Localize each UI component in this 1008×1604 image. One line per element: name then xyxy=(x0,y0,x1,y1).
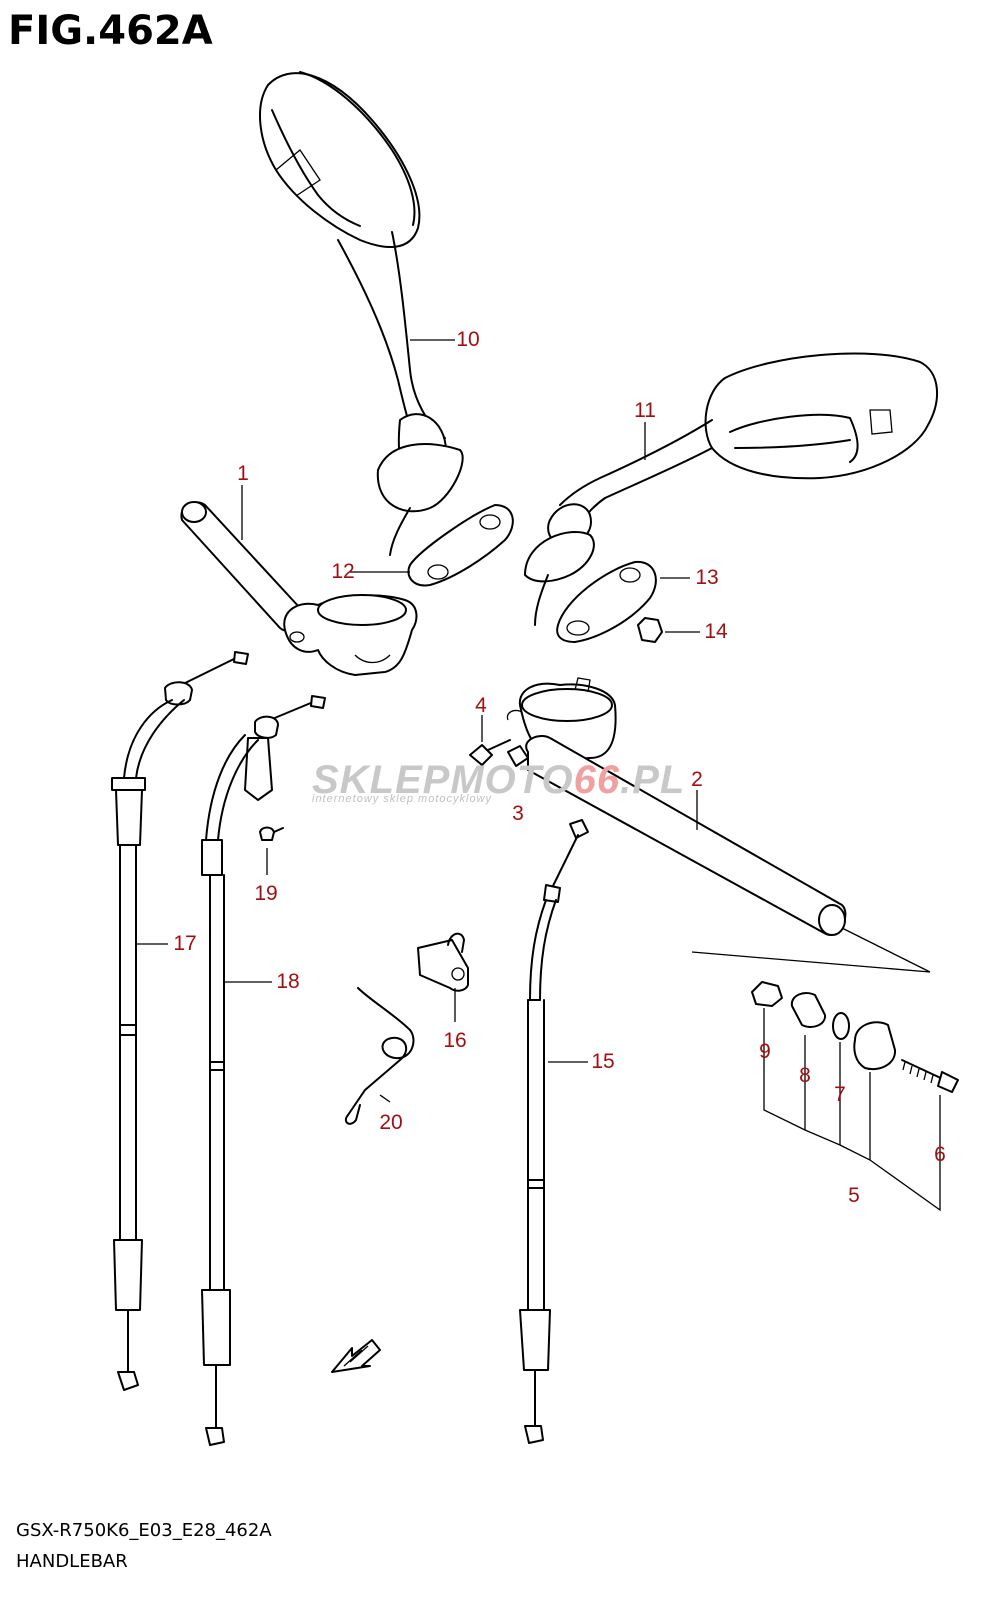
section-name: HANDLEBAR xyxy=(16,1551,128,1572)
callout-2: 2 xyxy=(691,768,703,791)
part-17-cable xyxy=(111,651,249,1391)
part-bar-end-weight xyxy=(853,1021,897,1070)
callout-9: 9 xyxy=(759,1040,771,1063)
callout-11: 11 xyxy=(634,399,656,422)
part-14-nut xyxy=(637,617,663,643)
part-12-left-bracket xyxy=(407,504,514,587)
callout-14: 14 xyxy=(704,620,728,643)
callout-18: 18 xyxy=(276,970,300,993)
callout-16: 16 xyxy=(443,1029,467,1052)
callout-17: 17 xyxy=(173,932,197,955)
part-18-cable xyxy=(201,695,326,1446)
part-1-left-handlebar xyxy=(180,501,418,676)
part-2-right-handlebar xyxy=(506,677,931,973)
callout-leaders xyxy=(136,339,700,1103)
model-code: GSX-R750K6_E03_E28_462A xyxy=(16,1520,272,1541)
watermark-logo: SKLEPMOTO66.PL xyxy=(312,758,685,803)
part-8-collar xyxy=(790,992,826,1028)
callout-8: 8 xyxy=(799,1064,811,1087)
part-13-right-bracket xyxy=(556,560,657,643)
front-arrow-icon xyxy=(331,1339,381,1373)
part-11-right-mirror xyxy=(524,352,939,626)
callout-13: 13 xyxy=(695,566,719,589)
callout-15: 15 xyxy=(591,1050,615,1073)
part-6-screw xyxy=(901,1059,959,1093)
part-10-left-mirror xyxy=(259,71,464,556)
callout-7: 7 xyxy=(834,1083,846,1106)
bar-end-group-leaders xyxy=(763,1008,941,1212)
watermark-tagline: internetowy sklep motocyklowy xyxy=(312,793,493,805)
watermark-brand: SKLEPMOTO xyxy=(312,758,574,802)
watermark-domain: .PL xyxy=(620,758,686,802)
part-9-nut xyxy=(751,981,783,1007)
callout-4: 4 xyxy=(475,694,487,717)
part-16-clamp xyxy=(417,932,469,992)
callout-1: 1 xyxy=(237,462,249,485)
part-19-screw xyxy=(259,826,284,841)
watermark-brand-number: 66 xyxy=(573,758,621,802)
callout-12: 12 xyxy=(331,560,355,583)
figure-title: FIG.462A xyxy=(8,8,213,54)
part-3-bush xyxy=(507,745,529,767)
part-4-bolt xyxy=(469,739,511,766)
callout-3: 3 xyxy=(512,802,524,825)
callout-5: 5 xyxy=(848,1184,860,1207)
callout-6: 6 xyxy=(934,1143,946,1166)
part-20-spring-clip xyxy=(344,987,415,1125)
callout-20: 20 xyxy=(379,1111,403,1134)
part-7-washer xyxy=(832,1012,850,1040)
callout-10: 10 xyxy=(456,328,480,351)
part-15-cable xyxy=(519,819,589,1444)
callout-19: 19 xyxy=(254,882,278,905)
